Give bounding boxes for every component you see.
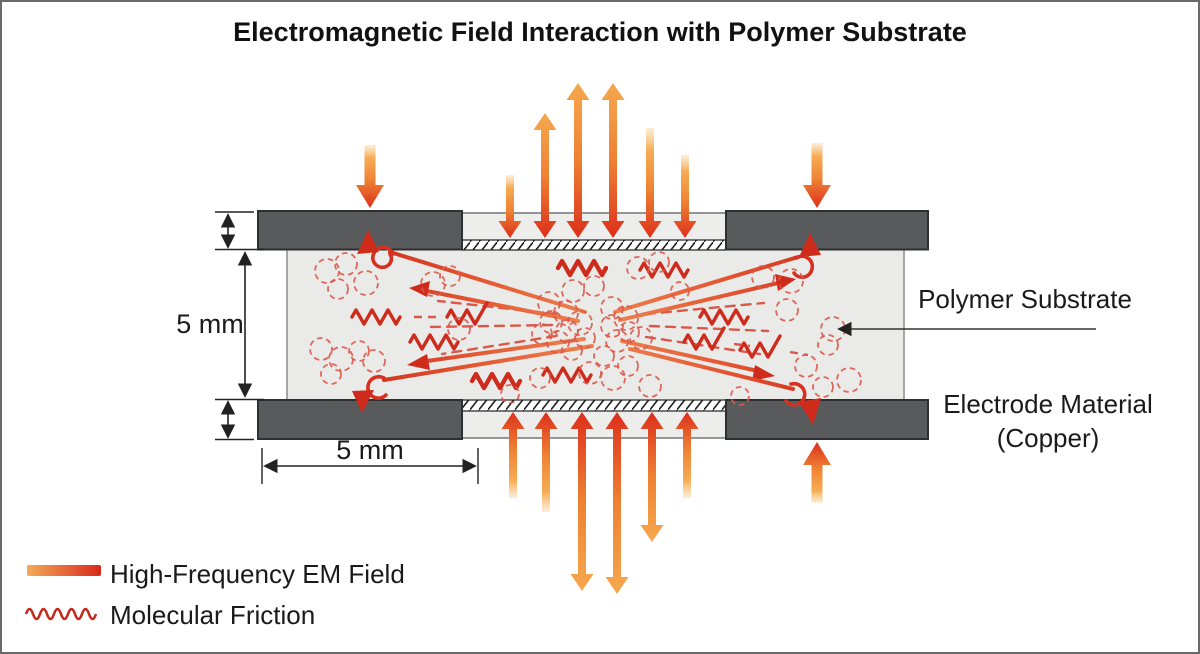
molecule-circle (531, 323, 553, 345)
molecule-circle (812, 376, 834, 398)
molecule-circle (775, 298, 799, 322)
molecule-circle (529, 367, 551, 389)
molecule-circle (648, 251, 670, 273)
beam-arrowhead-left (409, 281, 430, 297)
molecule-circle (730, 386, 750, 406)
beam-arrowhead-lower-right (752, 365, 775, 381)
electrode-width-label: 5 mm (336, 435, 404, 465)
molecule-circle (546, 330, 570, 354)
molecule-circle (500, 384, 520, 404)
molecule-circle (561, 339, 583, 361)
molecule-circle (574, 327, 596, 349)
field-arrow-onto-top-left-electrode (356, 145, 384, 208)
molecule-circle (626, 256, 650, 280)
molecule-circle (836, 367, 862, 393)
em-field-arrows-top (356, 83, 831, 238)
molecule-circle (539, 310, 563, 334)
molecule-circles (309, 251, 862, 406)
molecule-circle (600, 314, 624, 338)
substrate-thickness-label: 5 mm (176, 309, 244, 339)
molecule-circle (638, 374, 662, 398)
field-arrow-down (673, 155, 697, 238)
molecule-circle (327, 278, 349, 300)
polymer-substrate-label: Polymer Substrate (918, 284, 1132, 314)
molecule-circle (617, 355, 639, 377)
molecule-circle (794, 354, 818, 378)
figure-title: Electromagnetic Field Interaction with P… (233, 17, 967, 47)
field-arrow-down (498, 175, 522, 238)
field-arrow-up (675, 412, 699, 498)
molecule-circle (348, 340, 370, 362)
molecule-circle (817, 334, 839, 356)
legend: High-Frequency EM Field Molecular Fricti… (24, 559, 405, 630)
electrode-top-left (257, 210, 463, 251)
molecule-circle (578, 361, 602, 385)
molecule-circle (670, 281, 690, 301)
molecule-circle (613, 305, 639, 331)
molecule-circle (309, 337, 333, 361)
beam-arrowhead-down-left (352, 390, 374, 413)
legend-label-em-field: High-Frequency EM Field (110, 559, 405, 589)
molecule-circle (334, 252, 358, 276)
molecule-circle (618, 321, 640, 343)
beam-arrowhead-up-right (799, 233, 821, 257)
legend-label-molecular-friction: Molecular Friction (110, 600, 315, 630)
molecule-circle (447, 317, 471, 341)
dimension-annotations: 5 mm 5 mm (176, 211, 479, 484)
molecule-circle (320, 363, 342, 385)
field-arrow-onto-bottom-right-electrode (803, 442, 831, 503)
field-arrow-up (501, 412, 525, 498)
substrate-interior-field (309, 230, 862, 425)
em-beam-arrows (352, 230, 821, 425)
field-arrow-onto-top-right-electrode (803, 143, 831, 208)
friction-dash (733, 342, 751, 348)
molecule-circle (629, 326, 653, 350)
molecule-circle (553, 300, 579, 326)
field-arrow-double (601, 83, 625, 238)
electrode-bottom-right (725, 399, 929, 440)
molecule-circle (605, 329, 629, 353)
molecular-friction-wave-icon (24, 607, 98, 621)
molecule-circle (593, 345, 615, 367)
field-arrow-down (638, 128, 662, 238)
field-arrow-double (640, 412, 664, 542)
electrode-top-right (725, 210, 929, 251)
molecule-circle (561, 279, 585, 303)
molecule-circle (567, 310, 593, 336)
molecule-circle (600, 365, 626, 391)
molecule-circle (751, 265, 775, 289)
field-arrow-double (566, 83, 590, 238)
callout-labels: Polymer Substrate Electrode Material (Co… (837, 284, 1153, 453)
field-arrow-double (605, 412, 629, 594)
molecule-circle (583, 275, 605, 297)
molecule-circle (353, 270, 379, 296)
field-arrow-double (533, 113, 557, 238)
hatched-interface-top (461, 239, 727, 251)
beam-arrowhead-lower-left (407, 354, 430, 370)
molecule-circle (439, 265, 461, 287)
field-arrow-double (570, 412, 594, 591)
molecule-circle (314, 258, 340, 284)
beam-arrowhead-up-left (357, 230, 379, 254)
beam-arrowhead-down-right (799, 398, 821, 425)
molecule-circle (362, 349, 386, 373)
em-field-arrows-bottom (501, 412, 831, 594)
em-field-gradient-bar-icon (27, 565, 101, 576)
molecule-circle (600, 296, 624, 320)
hatched-interface-bottom (459, 399, 727, 412)
electrode-material-label-line1: Electrode Material (943, 389, 1153, 419)
electrode-material-label-line2: (Copper) (997, 423, 1100, 453)
field-arrow-up (534, 412, 558, 512)
molecule-circle (778, 268, 804, 294)
